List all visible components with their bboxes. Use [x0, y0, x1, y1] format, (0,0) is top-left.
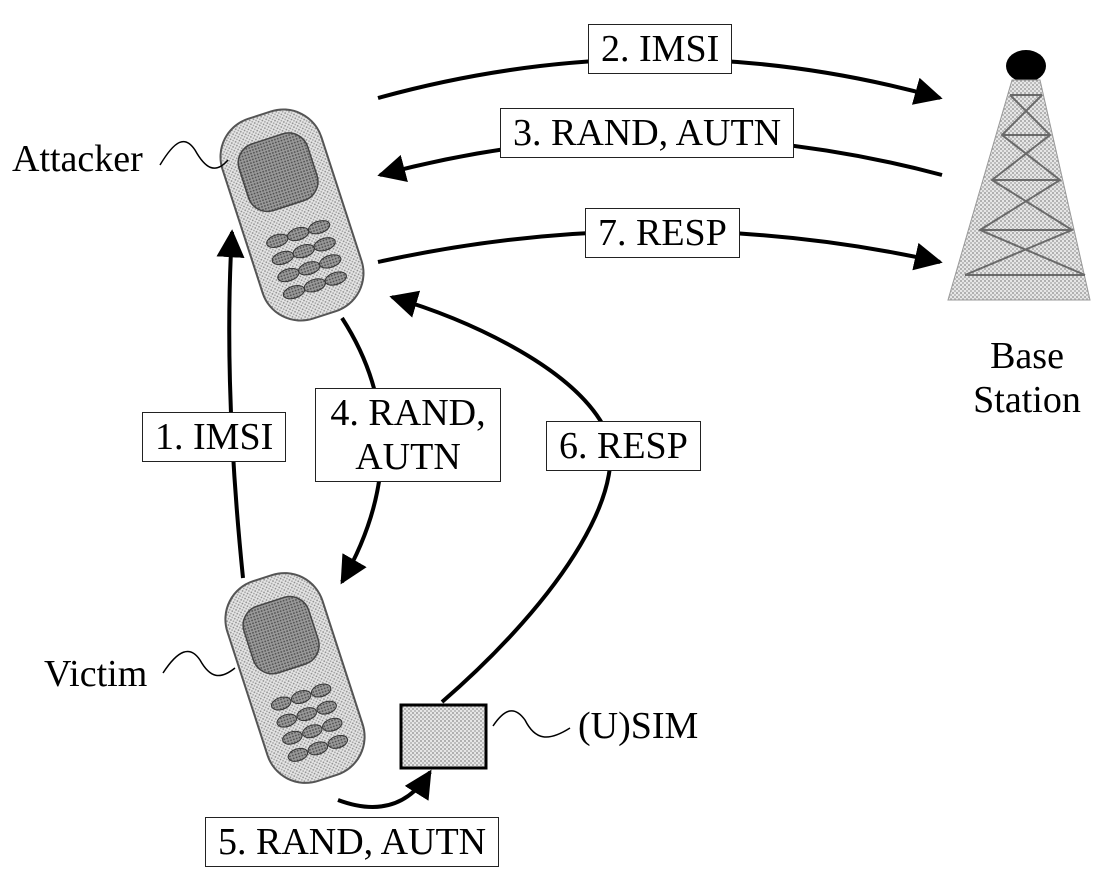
- step-4-label-line-2: AUTN: [355, 436, 461, 478]
- usim-leader-line: [492, 710, 571, 738]
- victim-phone-icon: [224, 572, 366, 784]
- step-4-label: 4. RAND, AUTN: [315, 388, 501, 482]
- usim-label: (U)SIM: [578, 705, 699, 747]
- attacker-leader-line: [159, 140, 229, 169]
- step-6-label: 6. RESP: [546, 421, 701, 471]
- usim-card-icon: [399, 703, 488, 770]
- arrow-step-1: [216, 229, 245, 579]
- victim-leader-line: [162, 650, 236, 677]
- arrow-step-6: [389, 290, 613, 704]
- victim-label: Victim: [44, 653, 148, 695]
- cell-tower-icon: [947, 50, 1091, 301]
- attacker-phone-icon: [219, 108, 365, 322]
- step-7-label: 7. RESP: [585, 208, 740, 258]
- arrow-step-5: [337, 769, 432, 809]
- step-4-label-line-1: 4. RAND,: [330, 392, 486, 434]
- step-1-label: 1. IMSI: [142, 412, 287, 462]
- attacker-label: Attacker: [12, 138, 143, 180]
- step-2-label: 2. IMSI: [588, 24, 733, 74]
- step-3-label: 3. RAND, AUTN: [500, 108, 795, 158]
- base-station-label: Base Station: [966, 334, 1088, 422]
- step-5-label: 5. RAND, AUTN: [205, 817, 500, 867]
- base-station-label-line-2: Station: [973, 379, 1081, 421]
- base-station-label-line-1: Base: [990, 335, 1064, 377]
